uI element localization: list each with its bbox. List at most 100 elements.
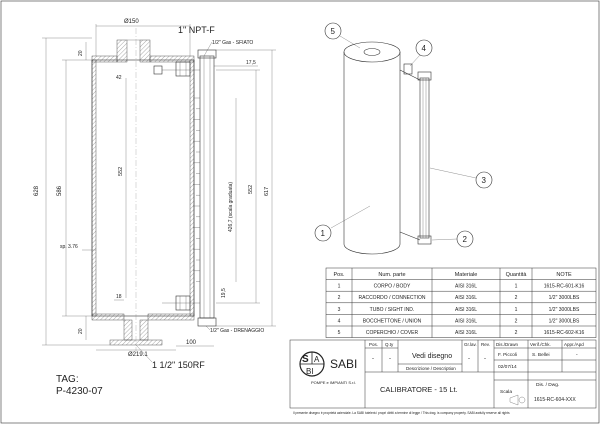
scale-label: Scala [500,389,512,395]
bom-cell: RACCORDO / CONNECTION [359,295,426,301]
sight-top-cap [197,49,217,59]
bom-cell: 2 [515,295,518,301]
bom-cell: 3 [338,307,341,313]
top-side-connection [153,65,163,75]
title-block: S A BI SABI POMPE e IMPIANTI S.r.l. Pos.… [289,339,597,409]
approved-value: - [576,352,578,358]
svg-text:1: 1 [321,229,326,238]
dim-20-bottom: 20 [78,328,84,334]
bom-cell: AISI 316L [455,295,477,301]
grlav-label: Gr.lav. [464,342,477,347]
svg-text:S: S [302,354,309,365]
pos-label: Pos. [369,342,378,347]
bom-cell: 2 [515,318,518,324]
vessel-wall-right [189,59,195,317]
flange-label: 1 1/2" 150RF [152,360,205,370]
svg-text:4: 4 [422,44,427,53]
sight-bottom-cap [197,317,217,327]
top-union [175,61,191,77]
tag-value: P-4230-07 [56,386,103,397]
property-notice: Il presente disegno è proprietà aziendal… [293,411,510,415]
iso-body-bottom [343,243,401,255]
bottom-cover-right [147,313,195,321]
bom-cell: AISI 316L [455,284,477,290]
iso-balloon-3: 3 [429,167,493,189]
bom-cell: 4 [338,318,341,324]
bom-cell: 2 [338,295,341,301]
approved-label: Appr./Apd [564,342,584,347]
dim-42: 42 [116,75,122,81]
top-cover [91,55,118,63]
bom-cell: CORPO / BODY [374,284,411,290]
company-subtitle: POMPE e IMPIANTI S.r.l. [311,380,356,385]
iso-body-top [343,41,401,63]
qty-value: - [389,356,391,362]
drain-connection-label: 1/2" Gas - DRENAGGIO [210,328,264,334]
bom-header: NOTE [556,272,572,278]
top-cover-right [149,55,195,63]
bom-cell: 1615-RC-601-K16 [544,284,585,290]
drawing-title: CALIBRATORE - 15 Lt. [380,385,458,394]
tag-label: TAG: [56,374,79,385]
bom-cell: TUBO / SIGHT IND. [370,307,415,313]
bottom-nozzle-right [139,319,149,341]
top-nozzle [116,39,128,63]
top-nozzle-right [139,39,151,63]
bom-cell: 1 [515,307,518,313]
dim-552: 552 [118,167,124,176]
svg-text:3: 3 [482,176,487,185]
bom-cell: BOCCHETTONE / UNION [363,318,422,324]
svg-text:BI: BI [306,367,314,376]
bom-header: Num. parte [378,272,405,278]
bom-header: Materiale [455,272,478,278]
dim-wall-thickness: sp. 3.76 [60,244,78,250]
dwg-number: 1615-RC-604-XXX [534,397,576,403]
sight-tube [199,55,215,319]
bom-cell: AISI 316L [455,330,477,336]
isometric-view: 5 4 3 1 2 [314,22,493,255]
vent-connection-label: 1/2" Gas - SFIATO [212,40,253,46]
iso-balloon-2: 2 [431,230,474,248]
npt-label: 1" NPT-F [178,25,215,35]
dim-17-5: 17,5 [246,60,256,66]
iso-balloon-4: 4 [409,39,433,67]
bom-cell: 1/2" 3000LBS [549,318,580,324]
rev-value: - [484,356,486,362]
bottom-cover [91,313,125,321]
bom-cell: 1 [515,284,518,290]
iso-balloon-5: 5 [324,22,361,49]
graduated-scale [193,97,200,282]
bom-cell: 1615-RC-602-K16 [544,330,585,336]
svg-text:5: 5 [331,27,336,36]
dim-552-right: 552 [248,185,254,194]
svg-text:A: A [314,355,320,364]
drawn-label: Dis./Drawn [496,342,519,347]
iso-sight-tube [419,77,430,239]
dim-586: 586 [57,185,63,196]
bom-cell: 1 [338,284,341,290]
dim-bottom-diameter: Ø219.1 [128,352,148,358]
iso-bottom-union [417,235,432,245]
description-label: Descrizione / Description [406,366,456,371]
verified-label: Verif./Chk. [530,342,551,347]
bom-header: Pos. [333,272,344,278]
bottom-nozzle [123,319,133,341]
vessel-wall-left [91,59,97,317]
iso-balloon-1: 1 [314,205,371,242]
vessel-body [91,59,195,317]
iso-nozzle-top [363,48,381,56]
qty-label: Q.ty [385,342,394,347]
rev-label: Rev. [481,342,490,347]
section-view: 628 586 20 20 552 18 42 sp. 3.76 426,7 (… [34,19,276,370]
drawn-date: 02/07/14 [498,364,517,370]
dim-top-diameter: Ø150 [124,19,139,25]
bom-cell: AISI 316L [455,307,477,313]
bom-cell: 1/2" 3000LBS [549,307,580,313]
dim-20-top: 20 [78,50,84,56]
dim-617: 617 [264,187,270,196]
bom-cell: AISI 316L [455,318,477,324]
bom-cell: COPERCHIO / COVER [366,330,419,336]
bom-cell: 5 [338,330,341,336]
dim-18: 18 [116,294,122,300]
